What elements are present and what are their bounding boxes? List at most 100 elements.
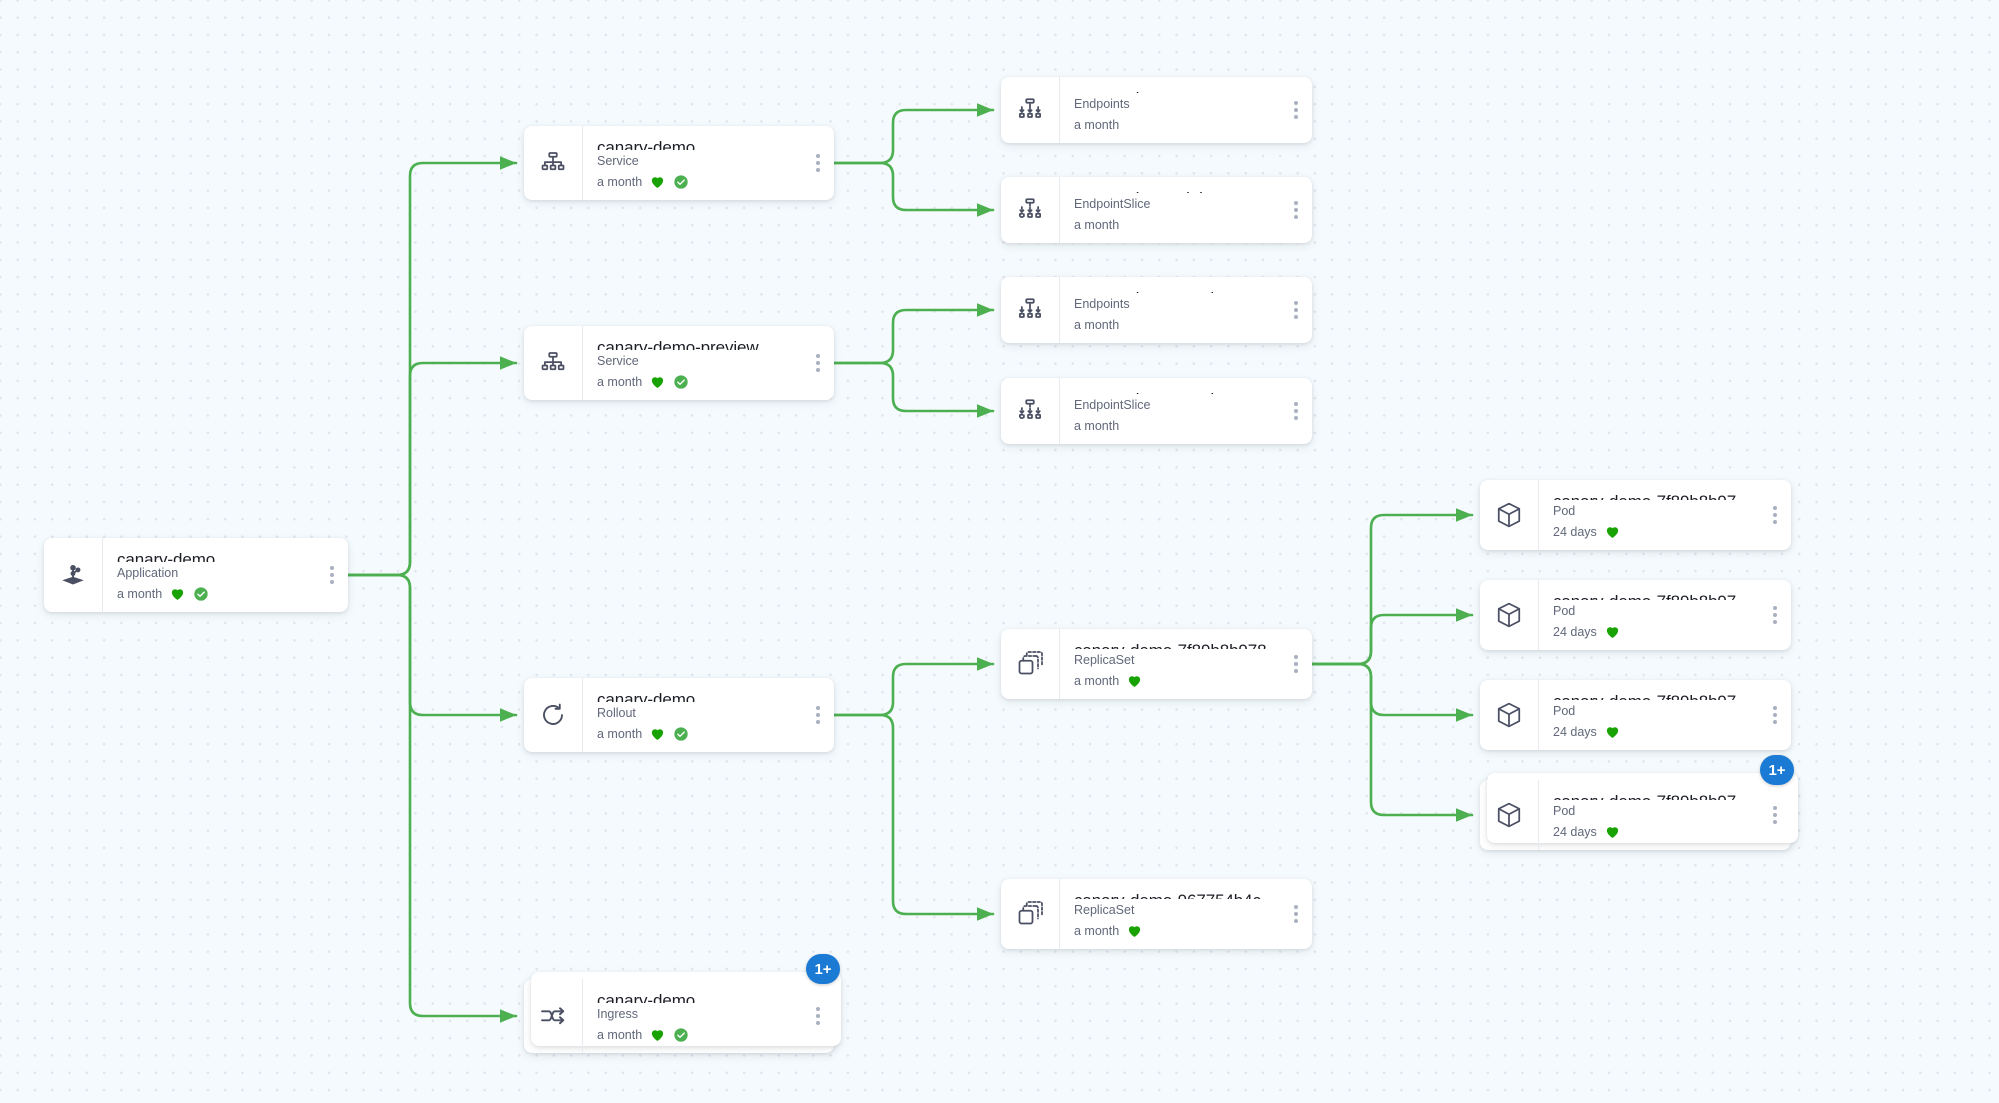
node-age: a month (597, 726, 643, 741)
health-healthy-icon[interactable] (649, 374, 666, 390)
sync-synced-icon[interactable] (673, 174, 689, 190)
sync-synced-icon[interactable] (673, 374, 689, 390)
node-kebab-menu-icon[interactable] (1286, 378, 1312, 444)
edge-application-to-rollout-canary-demo (346, 573, 518, 722)
health-healthy-icon[interactable] (649, 1027, 666, 1043)
node-body: canary-demo-previewEndpointsa month (1059, 277, 1286, 343)
node-kind: ReplicaSet (1074, 903, 1135, 918)
node-kind: EndpointSlice (1074, 398, 1151, 413)
node-title: canary-demo-967754b4c (1074, 890, 1276, 899)
node-kebab-menu-icon[interactable] (1765, 580, 1791, 650)
node-kind: Ingress (597, 1007, 638, 1022)
node-body: canary-demo-7f89b8b978ReplicaSeta month (1059, 629, 1286, 699)
pod-icon (1480, 580, 1538, 650)
node-meta: a month (1074, 417, 1276, 435)
collapsed-children-badge[interactable]: 1+ (806, 954, 840, 984)
node-kind: Pod (1553, 704, 1576, 719)
node-title: canary-demo-7f89b8b97... (1553, 491, 1755, 500)
node-title: canary-demo-preview (597, 338, 759, 351)
pod-icon (1480, 780, 1538, 850)
edge-service-canary-demo-to-endpoints-canary-demo (832, 103, 995, 165)
node-kebab-menu-icon[interactable] (808, 326, 834, 400)
node-kebab-menu-icon[interactable] (1765, 780, 1791, 850)
node-meta: a month (597, 725, 798, 743)
sync-synced-icon[interactable] (193, 586, 209, 602)
replicaset-icon (1001, 629, 1059, 699)
node-kebab-menu-icon[interactable] (1765, 480, 1791, 550)
node-kebab-menu-icon[interactable] (1286, 277, 1312, 343)
edge-service-canary-demo-to-endpointslice-canary-demo-clpjw (832, 161, 995, 217)
node-meta: 24 days (1553, 523, 1755, 541)
resource-node-pod-3[interactable]: canary-demo-7f89b8b97... Pod 24 days (1480, 680, 1791, 750)
node-kebab-menu-icon[interactable] (808, 979, 834, 1053)
health-healthy-icon[interactable] (1604, 524, 1621, 540)
node-kind: EndpointSlice (1074, 197, 1151, 212)
collapsed-children-badge[interactable]: 1+ (1760, 755, 1794, 785)
node-kind: Pod (1553, 504, 1576, 519)
node-meta: a month (1074, 216, 1276, 234)
endpointslice-icon (1001, 378, 1059, 444)
node-kind: Service (597, 354, 639, 369)
rollout-icon (524, 678, 582, 752)
node-title: canary-demo (597, 991, 696, 1004)
node-meta: 24 days (1553, 823, 1755, 841)
node-title: canary-demo (1074, 88, 1276, 93)
node-kebab-menu-icon[interactable] (808, 126, 834, 200)
edge-service-canary-demo-preview-to-endpoints-canary-demo-preview (832, 303, 995, 365)
node-kind: Pod (1553, 804, 1576, 819)
health-healthy-icon[interactable] (649, 174, 666, 190)
resource-node-replicaset-7f89b8b978[interactable]: canary-demo-7f89b8b978ReplicaSeta month (1001, 629, 1312, 699)
node-kebab-menu-icon[interactable] (1286, 177, 1312, 243)
node-kind: Service (597, 154, 639, 169)
node-age: a month (597, 374, 643, 389)
resource-node-endpoints-canary-demo[interactable]: canary-demoEndpointsa month (1001, 77, 1312, 143)
node-kebab-menu-icon[interactable] (1286, 629, 1312, 699)
node-age: a month (1074, 923, 1120, 938)
edge-rollout-canary-demo-to-replicaset-967754b4c (832, 713, 995, 921)
node-kebab-menu-icon[interactable] (1765, 680, 1791, 750)
resource-node-pod-1[interactable]: canary-demo-7f89b8b97... Pod 24 days (1480, 480, 1791, 550)
health-healthy-icon[interactable] (1126, 673, 1143, 689)
health-healthy-icon[interactable] (649, 726, 666, 742)
sync-synced-icon[interactable] (673, 726, 689, 742)
node-body: canary-demo-7f89b8b97... Pod 24 days (1538, 680, 1765, 750)
node-age: a month (597, 174, 643, 189)
node-meta: 24 days (1553, 623, 1755, 641)
health-healthy-icon[interactable] (1604, 624, 1621, 640)
node-title: canary-demo-7f89b8b978 (1074, 640, 1276, 649)
resource-node-endpointslice-canary-demo-clpjw[interactable]: canary-demo-clpjwEndpointSlicea month (1001, 177, 1312, 243)
resource-node-replicaset-967754b4c[interactable]: canary-demo-967754b4cReplicaSet a month (1001, 879, 1312, 949)
ingress-icon (524, 979, 582, 1053)
node-kebab-menu-icon[interactable] (1286, 77, 1312, 143)
sync-synced-icon[interactable] (673, 1027, 689, 1043)
node-meta: a month (597, 373, 798, 391)
node-title: canary-demo-7f89b8b97... (1553, 691, 1755, 700)
health-healthy-icon[interactable] (1604, 724, 1621, 740)
node-age: 24 days (1553, 724, 1597, 739)
resource-node-endpoints-canary-demo-preview[interactable]: canary-demo-previewEndpointsa month (1001, 277, 1312, 343)
health-healthy-icon[interactable] (169, 586, 186, 602)
node-age: a month (117, 586, 163, 601)
health-healthy-icon[interactable] (1604, 824, 1621, 840)
node-age: a month (597, 1027, 643, 1042)
replicaset-icon (1001, 879, 1059, 949)
node-kebab-menu-icon[interactable] (1286, 879, 1312, 949)
health-healthy-icon[interactable] (1126, 923, 1143, 939)
node-age: a month (1074, 418, 1120, 433)
node-kebab-menu-icon[interactable] (808, 678, 834, 752)
node-kebab-menu-icon[interactable] (322, 538, 348, 612)
